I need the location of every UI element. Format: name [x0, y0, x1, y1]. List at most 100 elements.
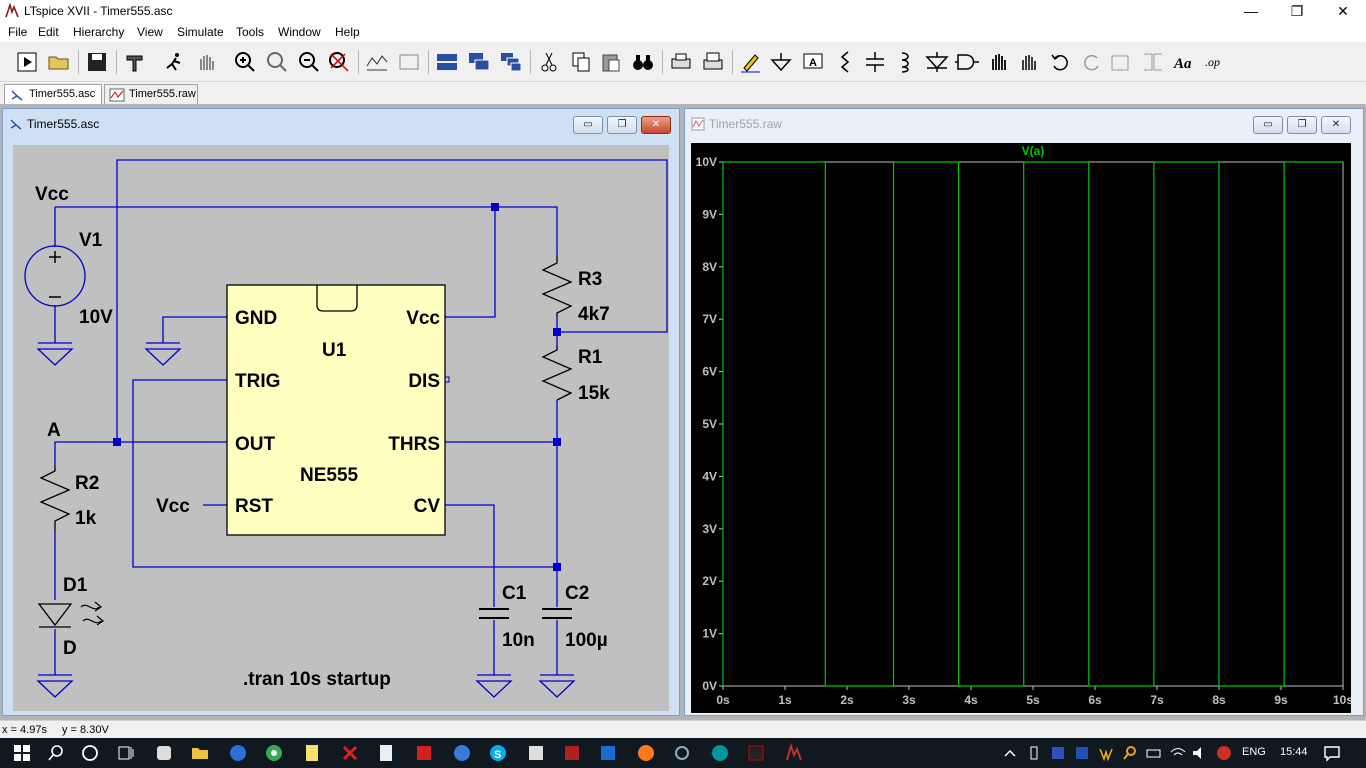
app-blue-icon[interactable] — [452, 743, 472, 763]
notepad-icon[interactable] — [302, 743, 322, 763]
mirror-icon[interactable] — [1140, 50, 1166, 74]
menu-edit[interactable]: Edit — [38, 25, 59, 39]
menu-view[interactable]: View — [137, 25, 163, 39]
tray-clock[interactable]: 15:44 — [1280, 746, 1308, 758]
find-binoculars-icon[interactable] — [630, 50, 656, 74]
c2-capacitor[interactable] — [542, 608, 572, 619]
c1-capacitor[interactable] — [479, 608, 509, 619]
cortana-icon[interactable] — [80, 743, 100, 763]
menu-simulate[interactable]: Simulate — [177, 25, 224, 39]
ltspice-taskbar-icon[interactable] — [784, 743, 804, 763]
paste-icon[interactable] — [598, 50, 624, 74]
zoom-pan-icon[interactable] — [264, 50, 290, 74]
app-maroon-icon[interactable] — [562, 743, 582, 763]
schematic-restore-button[interactable]: ❐ — [607, 116, 637, 134]
app-red-icon[interactable] — [414, 743, 434, 763]
task-view-icon[interactable] — [116, 743, 136, 763]
menu-hierarchy[interactable]: Hierarchy — [73, 25, 125, 39]
tray-word-icon[interactable] — [1072, 743, 1092, 763]
minimize-button[interactable]: — — [1244, 3, 1258, 19]
file-explorer-icon[interactable] — [190, 743, 210, 763]
tile-vertical-icon[interactable] — [498, 50, 524, 74]
print-setup-icon[interactable] — [700, 50, 726, 74]
control-panel-hammer-icon[interactable] — [122, 50, 148, 74]
app-settings-icon[interactable] — [672, 743, 692, 763]
component-icon[interactable] — [954, 50, 980, 74]
cut-scissors-icon[interactable] — [536, 50, 562, 74]
app-icon[interactable] — [154, 743, 174, 763]
open-folder-icon[interactable] — [46, 50, 72, 74]
tray-language[interactable]: ENG — [1242, 746, 1266, 758]
tray-chevron-up-icon[interactable] — [1000, 743, 1020, 763]
r1-resistor[interactable] — [541, 345, 573, 401]
schematic-minimize-button[interactable]: ▭ — [573, 116, 603, 134]
autorange-icon[interactable] — [364, 50, 390, 74]
schematic-canvas[interactable]: Vcc V1 10V R3 4k7 R1 15k A R2 1k D1 D C1… — [13, 145, 669, 711]
windows-start-icon[interactable] — [12, 743, 32, 763]
rotate-icon[interactable] — [1108, 50, 1134, 74]
tray-chrome-icon[interactable] — [1214, 743, 1234, 763]
d1-led[interactable] — [37, 601, 105, 628]
r2-resistor[interactable] — [39, 465, 71, 531]
text-icon[interactable]: Aa — [1172, 50, 1198, 74]
calculator-icon[interactable] — [376, 743, 396, 763]
notifications-icon[interactable] — [1322, 743, 1342, 763]
schematic-window-titlebar[interactable]: Timer555.asc ▭ ❐ ✕ — [3, 109, 679, 137]
redo-icon[interactable] — [1078, 50, 1104, 74]
inductor-icon[interactable] — [892, 50, 918, 74]
undo-icon[interactable] — [1048, 50, 1074, 74]
drag-hand-icon[interactable] — [1016, 50, 1042, 74]
tray-network-icon[interactable] — [1168, 743, 1188, 763]
ne555-ic[interactable] — [226, 284, 446, 536]
firefox-icon[interactable] — [636, 743, 656, 763]
zoom-fit-icon[interactable] — [326, 50, 352, 74]
ground-icon[interactable] — [768, 50, 794, 74]
arduino-icon[interactable] — [710, 743, 730, 763]
zoom-out-icon[interactable] — [296, 50, 322, 74]
series-legend-v-a[interactable]: V(a) — [1022, 144, 1045, 158]
copy-icon[interactable] — [568, 50, 594, 74]
spice-directive-icon[interactable]: .op — [1202, 50, 1228, 74]
tab-timer555-asc[interactable]: Timer555.asc — [4, 84, 102, 104]
halt-runner-icon[interactable] — [162, 50, 188, 74]
waveform-window-titlebar[interactable]: Timer555.raw ▭ ❐ ✕ — [685, 109, 1363, 137]
app-meter-icon[interactable] — [746, 743, 766, 763]
resistor-icon[interactable] — [832, 50, 858, 74]
app-green-icon[interactable] — [526, 743, 546, 763]
chrome-icon[interactable] — [264, 743, 284, 763]
plot-settings-icon[interactable] — [396, 50, 422, 74]
menu-file[interactable]: File — [8, 25, 28, 39]
zoom-in-icon[interactable] — [232, 50, 258, 74]
waveform-minimize-button[interactable]: ▭ — [1253, 116, 1283, 134]
browser-icon[interactable] — [228, 743, 248, 763]
menu-help[interactable]: Help — [335, 25, 360, 39]
tray-volume-icon[interactable] — [1190, 743, 1210, 763]
save-icon[interactable] — [84, 50, 110, 74]
tab-timer555-raw[interactable]: Timer555.raw — [104, 84, 198, 104]
schematic-close-button[interactable]: ✕ — [641, 116, 671, 134]
skype-icon[interactable]: S — [488, 743, 508, 763]
print-icon[interactable] — [668, 50, 694, 74]
tray-usb-icon[interactable] — [1024, 743, 1044, 763]
search-icon[interactable] — [46, 743, 66, 763]
waveform-restore-button[interactable]: ❐ — [1287, 116, 1317, 134]
capacitor-icon[interactable] — [862, 50, 888, 74]
diode-icon[interactable] — [924, 50, 950, 74]
maximize-button[interactable]: ❐ — [1290, 3, 1304, 19]
tray-wifi-app-icon[interactable] — [1096, 743, 1116, 763]
r3-resistor[interactable] — [541, 255, 573, 317]
run-icon[interactable] — [14, 50, 40, 74]
draw-wire-pencil-icon[interactable] — [738, 50, 764, 74]
tile-horizontal-icon[interactable] — [434, 50, 460, 74]
move-hand-icon[interactable] — [986, 50, 1012, 74]
waveform-close-button[interactable]: ✕ — [1321, 116, 1351, 134]
tray-search-icon[interactable] — [1120, 743, 1140, 763]
tray-app-icon[interactable] — [1048, 743, 1068, 763]
menu-window[interactable]: Window — [278, 25, 321, 39]
menu-tools[interactable]: Tools — [236, 25, 265, 39]
close-x-app-icon[interactable] — [340, 743, 360, 763]
pan-hand-icon[interactable] — [194, 50, 220, 74]
cascade-icon[interactable] — [466, 50, 492, 74]
label-net-icon[interactable]: A — [800, 50, 826, 74]
